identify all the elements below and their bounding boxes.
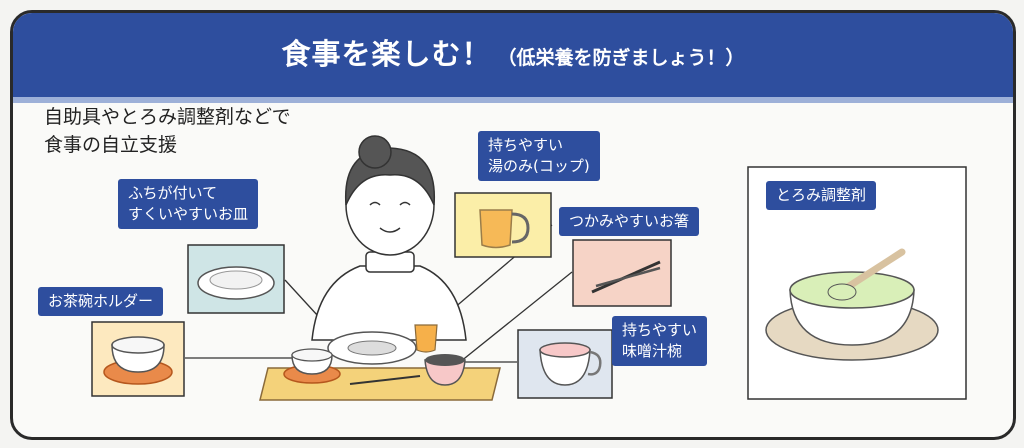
meal-tray [259,324,501,401]
label-plate: ふちが付いて すくいやすいお皿 [118,179,259,229]
label-soup-bowl-line1: 持ちやすい [622,321,698,339]
title-banner [13,13,1013,97]
soup-bowl-icon [539,349,591,386]
label-cup-line1: 持ちやすい [488,136,564,154]
intro-text: 自助具やとろみ調整剤などで 食事の自立支援 [44,103,291,159]
holder-box [91,321,185,397]
label-soup-bowl-line2: 味噌汁椀 [622,342,683,360]
cup-icon [479,209,513,249]
title-main: 食事を楽しむ！ [281,37,492,71]
label-thickener: とろみ調整剤 [766,181,877,210]
soup-bowl-box [517,329,613,399]
label-chopsticks: つかみやすいお箸 [559,207,700,236]
label-bowl-holder-line1: お茶碗ホルダー [48,292,154,310]
label-plate-line2: すくいやすいお皿 [128,205,249,223]
person-body [311,265,467,341]
label-plate-line1: ふちが付いて [128,184,218,202]
intro-line-1: 自助具やとろみ調整剤などで [44,106,291,128]
label-cup-line2: 湯のみ(コップ) [488,157,590,175]
banner-rule [13,97,1013,103]
cup-box [454,192,552,258]
chopsticks-box [572,239,672,307]
label-chopsticks-line1: つかみやすいお箸 [569,212,690,230]
page-title: 食事を楽しむ！（低栄養を防ぎましょう！） [13,31,1013,73]
chopsticks-connector [449,271,573,371]
label-thickener-line1: とろみ調整剤 [776,186,867,204]
intro-line-2: 食事の自立支援 [44,134,178,156]
label-bowl-holder: お茶碗ホルダー [38,287,164,316]
title-sub: （低栄養を防ぎましょう！） [497,47,745,69]
label-soup-bowl: 持ちやすい 味噌汁椀 [612,316,708,366]
person-illustration [311,135,467,341]
hair-bun [358,135,392,169]
plate-box [187,244,285,314]
label-cup: 持ちやすい 湯のみ(コップ) [478,131,600,181]
